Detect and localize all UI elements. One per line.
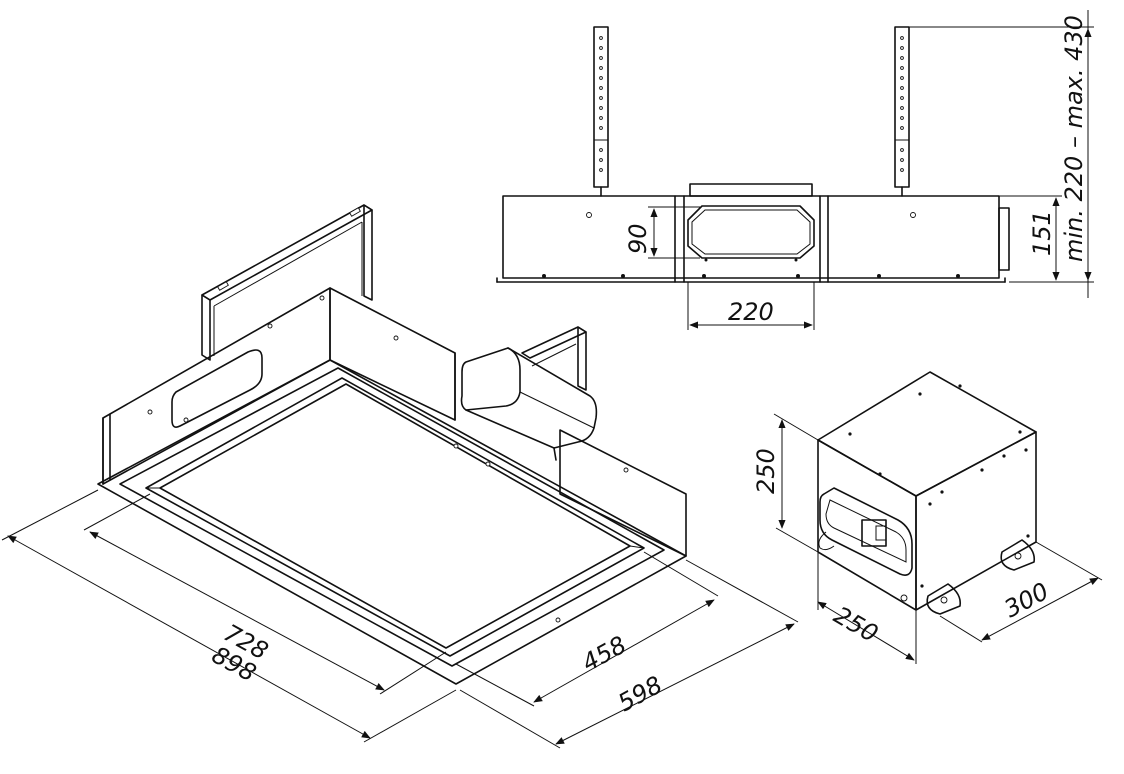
iso-back-frame bbox=[201, 204, 373, 361]
dim-label-box-height: 250 bbox=[752, 448, 780, 494]
suspension-rod-right bbox=[894, 26, 910, 197]
dim-label-458: 458 bbox=[577, 631, 631, 678]
dim-label-90: 90 bbox=[624, 223, 652, 254]
iso-dimension-lines bbox=[1, 489, 799, 749]
front-housing bbox=[496, 183, 1010, 283]
dim-label-151: 151 bbox=[1028, 210, 1056, 256]
dim-label-suspension-range: min. 220 – max. 430 bbox=[1060, 15, 1088, 262]
motor-box-dimension-lines bbox=[773, 413, 1103, 664]
iso-hood-body bbox=[102, 287, 687, 557]
motor-box-view bbox=[773, 371, 1103, 664]
suspension-rod-left bbox=[593, 26, 609, 197]
iso-hood-view bbox=[1, 204, 799, 749]
front-view bbox=[496, 10, 1094, 330]
iso-duct-outlet bbox=[460, 347, 598, 461]
iso-right-frame bbox=[521, 326, 587, 391]
dim-label-box-width: 250 bbox=[829, 601, 883, 648]
front-dimension-lines bbox=[648, 10, 1094, 330]
dim-label-598: 598 bbox=[613, 671, 667, 718]
dim-label-220: 220 bbox=[728, 298, 774, 326]
